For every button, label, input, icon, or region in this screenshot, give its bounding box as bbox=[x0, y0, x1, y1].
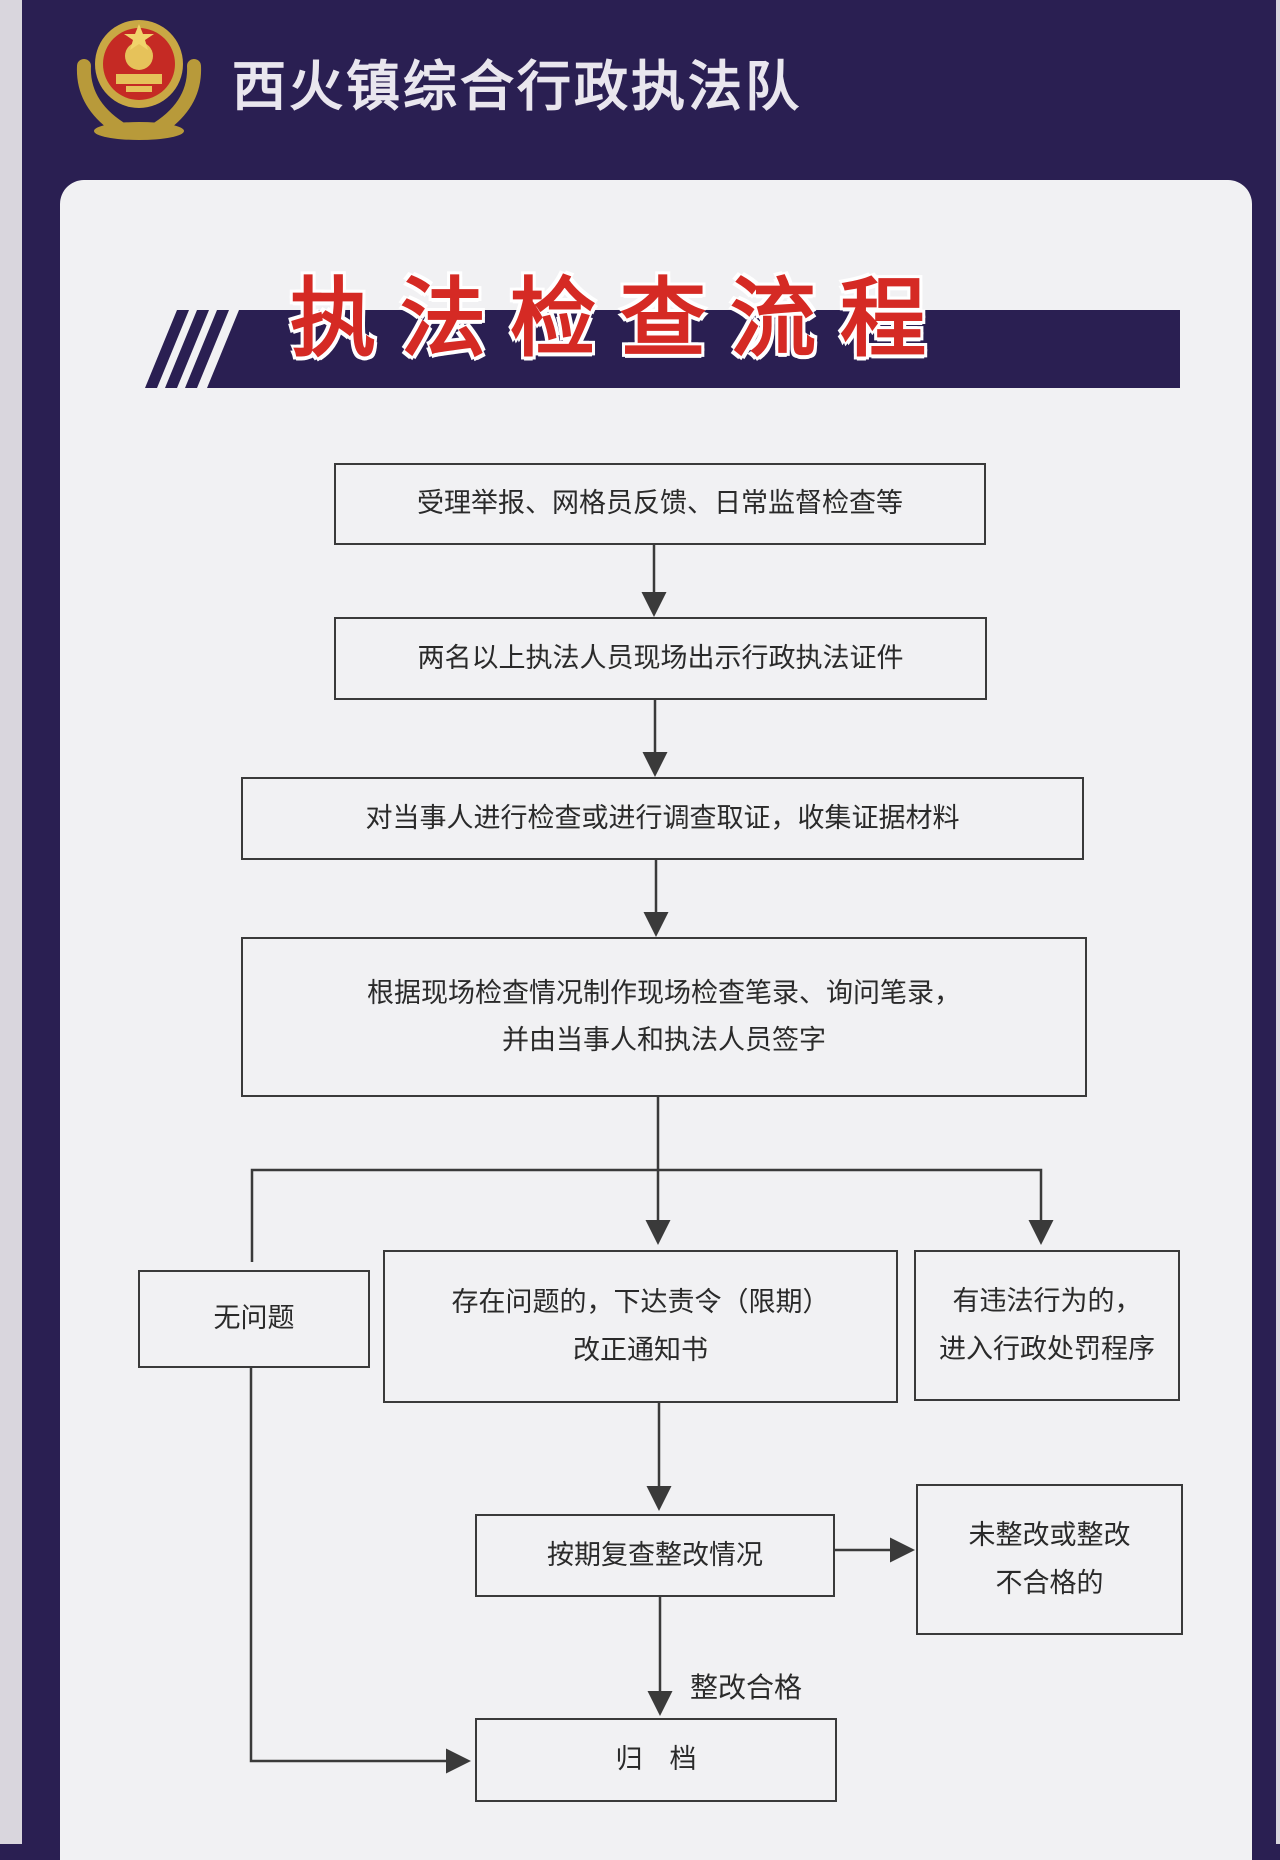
step-record-and-sign: 根据现场检查情况制作现场检查笔录、询问笔录， 并由当事人和执法人员签字 bbox=[241, 937, 1087, 1097]
outcome-not-fixed-line2: 不合格的 bbox=[995, 1567, 1104, 1599]
step-archive-text: 归 档 bbox=[615, 1744, 697, 1776]
police-badge-icon bbox=[76, 20, 202, 140]
rectification-passed-label: 整改合格 bbox=[690, 1671, 803, 1704]
outcome-no-issue-text: 无问题 bbox=[213, 1303, 295, 1335]
step-record-and-sign-line1: 根据现场检查情况制作现场检查笔录、询问笔录， bbox=[367, 977, 961, 1009]
page-title: 执法检查流程 bbox=[290, 269, 950, 369]
step-record-and-sign-line2: 并由当事人和执法人员签字 bbox=[502, 1025, 826, 1056]
step-show-credentials: 两名以上执法人员现场出示行政执法证件 bbox=[334, 617, 987, 700]
wall-edge-right bbox=[1276, 0, 1280, 1844]
outcome-not-fixed: 未整改或整改 不合格的 bbox=[916, 1484, 1183, 1635]
wall-edge-left bbox=[0, 0, 22, 1844]
outcome-has-issue-line2: 改正通知书 bbox=[573, 1334, 708, 1366]
step-archive: 归 档 bbox=[475, 1718, 837, 1802]
step-recheck: 按期复查整改情况 bbox=[475, 1514, 835, 1597]
outcome-has-issue-line1: 存在问题的，下达责令（限期） bbox=[451, 1287, 830, 1319]
step-show-credentials-text: 两名以上执法人员现场出示行政执法证件 bbox=[417, 642, 904, 674]
header-banner bbox=[22, 0, 1276, 180]
step-report-intake: 受理举报、网格员反馈、日常监督检查等 bbox=[334, 463, 986, 545]
branch-connector bbox=[250, 1168, 1054, 1262]
arrow-no-issue-to-archive bbox=[249, 1368, 471, 1774]
step-report-intake-text: 受理举报、网格员反馈、日常监督检查等 bbox=[417, 488, 903, 520]
outcome-no-issue: 无问题 bbox=[138, 1270, 370, 1368]
step-recheck-text: 按期复查整改情况 bbox=[547, 1539, 763, 1571]
outcome-violation: 有违法行为的， 进入行政处罚程序 bbox=[914, 1250, 1180, 1401]
outcome-violation-line2: 进入行政处罚程序 bbox=[939, 1333, 1155, 1365]
outcome-not-fixed-line1: 未整改或整改 bbox=[968, 1520, 1131, 1552]
title-stripe-bar bbox=[145, 310, 1180, 388]
outcome-has-issue: 存在问题的，下达责令（限期） 改正通知书 bbox=[383, 1250, 898, 1403]
organization-title: 西火镇综合行政执法队 bbox=[232, 55, 802, 118]
step-inspection: 对当事人进行检查或进行调查取证，收集证据材料 bbox=[241, 777, 1084, 860]
step-inspection-text: 对当事人进行检查或进行调查取证，收集证据材料 bbox=[365, 802, 960, 834]
outcome-violation-line1: 有违法行为的， bbox=[952, 1286, 1142, 1318]
